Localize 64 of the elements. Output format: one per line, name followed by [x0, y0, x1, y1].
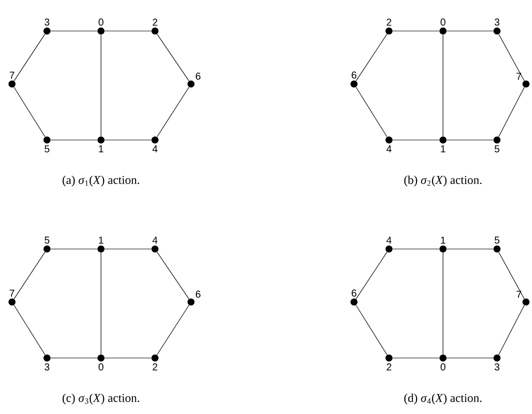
- vertex-label: 0: [440, 18, 446, 26]
- edge-line: [356, 252, 388, 300]
- vertex-label: 5: [44, 236, 50, 244]
- edge-line: [50, 30, 98, 32]
- edge-line: [156, 86, 190, 138]
- vertex-label: 2: [152, 363, 158, 370]
- edge-line: [356, 34, 388, 82]
- vertex-label: 0: [440, 363, 446, 370]
- edge-line: [156, 252, 190, 300]
- vertex-label: 7: [10, 72, 14, 79]
- edge-line: [498, 34, 525, 82]
- vertex-label: 5: [494, 145, 500, 152]
- vertex-label: 1: [441, 145, 446, 152]
- edge-line: [104, 30, 152, 32]
- vertex-label: 0: [98, 363, 104, 370]
- edge-line: [156, 304, 190, 356]
- vertex-label: 4: [152, 236, 158, 244]
- edge-line: [392, 248, 440, 250]
- edge-line: [498, 305, 525, 356]
- caption: (d) σ$_{4}$(X) action.: [404, 394, 482, 404]
- vertex-label: 4: [386, 145, 392, 152]
- edge-line: [446, 30, 494, 32]
- vertex-label: 7: [516, 72, 522, 80]
- vertex-label: 7: [10, 290, 14, 297]
- vertex-label: 6: [196, 72, 200, 80]
- vertex-label: 3: [494, 363, 500, 370]
- vertex-label: 6: [352, 72, 356, 79]
- caption: (c) σ$_{3}$(X) action.: [62, 394, 140, 404]
- vertex-label: 1: [99, 236, 104, 244]
- edge-line: [104, 248, 152, 250]
- vertex-label: 3: [44, 363, 50, 370]
- vertex-label: 5: [44, 145, 50, 152]
- edge-line: [498, 87, 525, 138]
- edge-line: [392, 30, 440, 32]
- edge-line: [442, 252, 444, 355]
- edge-line: [446, 248, 494, 250]
- caption: (a) σ$_{1}$(X) action.: [62, 176, 140, 186]
- vertex-label: 2: [386, 18, 392, 26]
- vertex-label: 6: [352, 290, 356, 297]
- edge-line: [14, 252, 46, 300]
- vertex-label: 5: [494, 236, 500, 244]
- edge-line: [356, 86, 388, 138]
- vertex-label: 3: [494, 18, 500, 26]
- edge-line: [14, 304, 46, 356]
- vertex-label: 4: [152, 145, 158, 152]
- edge-line: [14, 86, 46, 138]
- edge-line: [14, 34, 46, 82]
- vertex-label: 7: [516, 290, 522, 298]
- vertex-label: 6: [196, 290, 200, 298]
- vertex-label: 2: [152, 18, 158, 26]
- vertex-label: 3: [44, 18, 50, 26]
- vertex-label: 1: [99, 145, 104, 152]
- edge-line: [442, 34, 444, 137]
- edge-line: [100, 34, 102, 137]
- vertex-label: 2: [386, 363, 392, 370]
- caption: (b) σ$_{2}$(X) action.: [404, 176, 482, 186]
- edge-line: [156, 34, 190, 82]
- edge-line: [50, 248, 98, 250]
- vertex-label: 4: [386, 236, 392, 244]
- vertex-label: 0: [98, 18, 104, 26]
- vertex-label: 1: [441, 236, 446, 244]
- edge-line: [498, 252, 525, 300]
- edge-line: [356, 304, 388, 356]
- edge-line: [100, 252, 102, 355]
